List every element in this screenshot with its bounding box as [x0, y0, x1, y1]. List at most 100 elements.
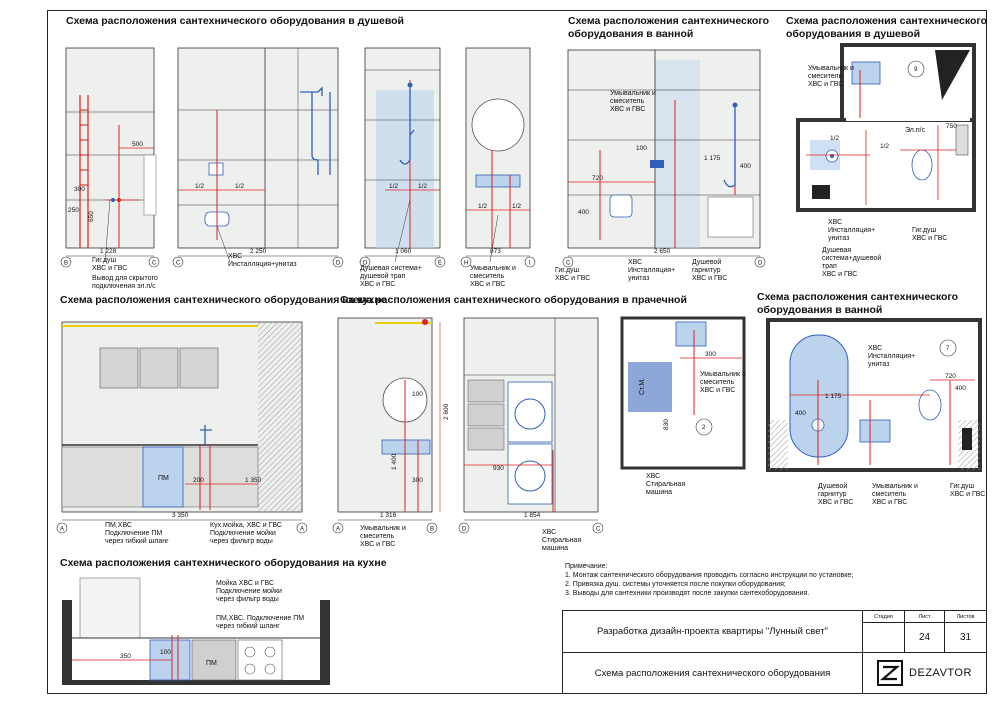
dim-930: 930: [493, 465, 504, 472]
dim-half-3: 1/2: [389, 183, 398, 190]
axis-a-1: A: [60, 527, 64, 533]
note-1: 1. Монтаж сантехнического оборудования п…: [565, 572, 854, 579]
stage-label: Стадия: [863, 611, 905, 623]
label-pm-conn-1: Подключение ПМ: [105, 530, 162, 537]
elevation-laundry-washer: 930 1 854 D C ХВС Стиральная машина: [458, 317, 604, 552]
dim-300-2: 300: [412, 477, 423, 484]
label-el-ps: Эл.п/с: [905, 127, 926, 134]
dim-720-2: 720: [945, 373, 956, 380]
label-gig-dush-2: Гиг.душ: [555, 267, 580, 274]
label-hvs-6: ХВС: [868, 345, 882, 352]
label-hvs-2: ХВС: [628, 259, 642, 266]
label-stm: Ст.М.: [639, 378, 646, 395]
label-unitaz-4: унитаз: [868, 361, 889, 368]
label-dush-garnitur-2: гарнитур: [692, 267, 721, 274]
elevation-laundry-washbasin: 2 600 1 400 100 300 1 316 A B Умывальник…: [332, 317, 450, 548]
label-stiral-3: Стиральная: [646, 481, 685, 488]
label-moika-hvs-gvs: Мойка ХВС и ГВС: [216, 579, 274, 587]
plan-shower-room-9: 9 Умывальник и смеситель ХВС и ГВС Эл.п/…: [796, 43, 976, 278]
dim-873: 873: [490, 248, 501, 255]
label-hvs-4: ХВС: [542, 529, 556, 536]
axis-d-3: D: [758, 261, 763, 267]
axis-d-4: D: [462, 527, 467, 533]
label-gig-dush-1: Гиг.душ: [92, 257, 117, 264]
label-dush-trap-1: душевой трап: [360, 272, 405, 280]
dim-2600: 2 600: [443, 403, 450, 420]
dim-1350: 1 350: [245, 477, 262, 484]
title-bath-plan-l1: Схема расположения сантехнического: [757, 291, 958, 303]
label-pm-hvs-2: ПМ,ХВС. Подключение ПМ: [216, 615, 304, 622]
dim-half-5: 1/2: [478, 203, 487, 210]
dim-750: 750: [946, 123, 957, 130]
sheets-total: 31: [945, 623, 986, 653]
label-umyv-6: Умывальник и: [872, 483, 918, 490]
dim-300: 300: [74, 186, 85, 193]
label-smesitel-6: смеситель: [872, 491, 906, 498]
axis-d-2: D: [363, 261, 368, 267]
dim-1060: 1 060: [395, 248, 412, 255]
axis-b-2: B: [430, 527, 434, 533]
label-hvs-gvs-3: ХВС и ГВС: [470, 281, 505, 288]
label-dush-sys-1: Душевая система+: [360, 265, 422, 272]
label-hvs-gvs-10: ХВС и ГВС: [360, 541, 395, 548]
note-3: 3. Выводы для сантехники производят посл…: [565, 590, 810, 597]
title-shower-plan-l2: оборудования в душевой: [786, 28, 920, 40]
elevation-shower-d-e: 1/2 1/2 1 060 D E Душевая система+ душев…: [359, 47, 446, 288]
axis-i-1: I: [529, 261, 531, 267]
label-install-unitaz-1: Инсталляция+унитаз: [228, 261, 297, 268]
title-kitchen-elevation: Схема расположения сантехнического обору…: [60, 294, 387, 306]
label-pm-2: ПМ: [206, 660, 217, 667]
label-hvs-gvs-7: ХВС и ГВС: [808, 81, 843, 88]
stage-value: [863, 623, 905, 653]
title-kitchen-section: Схема расположения сантехнического обору…: [60, 557, 387, 569]
label-install-unitaz-4: Инсталляция+: [868, 353, 915, 360]
label-unitaz-3: унитаз: [828, 235, 849, 242]
dim-250: 250: [68, 207, 79, 214]
title-block: Разработка дизайн-проекта квартиры "Лунн…: [562, 610, 987, 694]
title-laundry: Схема расположения сантехнического обору…: [340, 294, 687, 306]
dim-830: 830: [663, 419, 670, 430]
room-number-9: 9: [914, 67, 918, 73]
title-shower-plan-l1: Схема расположения сантехнического: [786, 15, 987, 27]
label-hvs-3: ХВС: [828, 219, 842, 226]
dim-1316: 1 316: [380, 512, 397, 519]
axis-d-1: D: [336, 261, 341, 267]
label-pm-hvs-1: ПМ,ХВС: [105, 522, 132, 529]
dim-400-4: 400: [955, 385, 966, 392]
label-hvs-gvs-1: ХВС и ГВС: [92, 265, 127, 272]
axis-c-3: C: [566, 261, 571, 267]
sheet-frame: [47, 10, 987, 694]
dim-half-7: 1/2: [830, 135, 839, 142]
label-pm-1: ПМ: [158, 475, 169, 482]
label-moika-conn-1: Подключение мойки: [210, 529, 276, 537]
label-pm-conn-2: через гибкий шланг: [105, 537, 169, 545]
dim-500: 500: [132, 141, 143, 148]
label-hvs-gvs-5: ХВС и ГВС: [555, 275, 590, 282]
room-number-7: 7: [946, 346, 950, 352]
dim-100-1: 100: [636, 145, 647, 152]
label-hvs-gvs-11: ХВС и ГВС: [700, 387, 735, 394]
dim-2250: 2 250: [250, 248, 267, 255]
dim-1228: 1 228: [100, 248, 117, 255]
dim-2650: 2 650: [654, 248, 671, 255]
label-smesitel-1: смеситель: [470, 273, 504, 280]
label-kuh-moika: Кух.мойка, ХВС и ГВС: [210, 521, 282, 529]
label-dush-garnitur-4: гарнитур: [818, 491, 847, 498]
axis-a-3: A: [336, 527, 340, 533]
label-stiral-1: Стиральная: [542, 537, 581, 544]
label-hvs-1: ХВС: [228, 253, 242, 260]
label-hvs-gvs-12: ХВС и ГВС: [818, 499, 853, 506]
notes-block: Примечание: 1. Монтаж сантехнического об…: [565, 562, 945, 598]
label-stiral-4: машина: [646, 489, 672, 496]
title-bath-elevation-l1: Схема расположения сантехнического: [568, 15, 769, 27]
notes-heading: Примечание:: [565, 563, 608, 570]
axis-c-2: C: [176, 261, 181, 267]
dim-half-4: 1/2: [418, 183, 427, 190]
elevation-washbasin-h-i: 1/2 1/2 873 H I Умывальник и смеситель Х…: [460, 47, 536, 288]
label-umyv-4: Умывальник и: [360, 525, 406, 532]
label-hvs-gvs-4: ХВС и ГВС: [610, 106, 645, 113]
project-name: Разработка дизайн-проекта квартиры "Лунн…: [563, 611, 863, 653]
section-kitchen: ПМ 350 100 Мойка ХВС и ГВС Подключение м…: [62, 575, 330, 685]
label-dush-garnitur-1: Душевой: [692, 258, 721, 266]
